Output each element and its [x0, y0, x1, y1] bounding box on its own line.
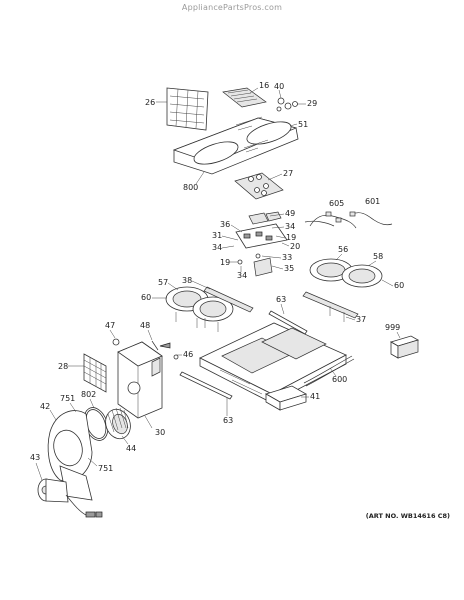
part-housing-30 — [117, 341, 163, 419]
callout-44: 44 — [126, 444, 136, 453]
callout-63-a: 63 — [276, 295, 286, 304]
callout-49: 49 — [285, 209, 295, 218]
callout-28: 28 — [58, 362, 68, 371]
part-kit-999 — [389, 335, 420, 359]
callout-27: 27 — [283, 169, 293, 178]
callout-60-b: 60 — [394, 281, 404, 290]
callout-29: 29 — [307, 99, 317, 108]
callout-41: 41 — [310, 392, 320, 401]
art-number-label: (ART NO. WB14616 C8) — [365, 512, 450, 520]
part-rail-38 — [203, 286, 254, 313]
callout-56: 56 — [338, 245, 348, 254]
callout-16: 16 — [259, 81, 269, 90]
part-control-board-20 — [235, 223, 288, 249]
part-switches-49 — [248, 211, 282, 225]
callout-751-a: 751 — [60, 394, 75, 403]
part-element-assy-57 — [165, 286, 234, 332]
part-components-33-35 — [237, 253, 273, 277]
callout-800: 800 — [183, 183, 198, 192]
callout-19-a: 19 — [286, 233, 296, 242]
callout-40: 40 — [274, 82, 284, 91]
part-harness-600 — [303, 355, 355, 387]
callout-47: 47 — [105, 321, 115, 330]
callout-37: 37 — [356, 315, 366, 324]
part-cooktop-51-800 — [172, 116, 299, 175]
callout-43: 43 — [30, 453, 40, 462]
callout-35: 35 — [284, 264, 294, 273]
callout-751-b: 751 — [98, 464, 113, 473]
callout-30: 30 — [155, 428, 165, 437]
part-box-41 — [264, 385, 308, 411]
callout-802: 802 — [81, 390, 96, 399]
callout-42: 42 — [40, 402, 50, 411]
part-motor-43 — [37, 478, 103, 518]
part-filter-28 — [83, 353, 107, 393]
part-grate-26 — [166, 87, 209, 131]
callout-51: 51 — [298, 120, 308, 129]
watermark-text: AppliancePartsPros.com — [181, 3, 283, 12]
part-harness-605-601 — [304, 211, 393, 229]
callout-999: 999 — [385, 323, 400, 332]
part-wheel-44 — [105, 407, 131, 440]
callout-33: 33 — [282, 253, 292, 262]
part-gasket-802 — [83, 407, 109, 441]
callout-57: 57 — [158, 278, 168, 287]
part-rail-37 — [302, 291, 359, 322]
part-blower-42 — [47, 410, 93, 501]
callout-34-a: 34 — [285, 222, 295, 231]
callout-46: 46 — [183, 350, 193, 359]
callout-600: 600 — [332, 375, 347, 384]
part-elements-56-58 — [309, 258, 383, 288]
callout-34-c: 34 — [237, 271, 247, 280]
callout-19-b: 19 — [220, 258, 230, 267]
callout-26: 26 — [145, 98, 155, 107]
callout-38: 38 — [182, 276, 192, 285]
part-strip-63-lower — [179, 371, 233, 400]
callout-58: 58 — [373, 252, 383, 261]
callout-31: 31 — [212, 231, 222, 240]
callout-34-b: 34 — [212, 243, 222, 252]
callout-605: 605 — [329, 199, 344, 208]
callout-60-a: 60 — [141, 293, 151, 302]
part-control-plate-27 — [234, 172, 284, 200]
callout-36: 36 — [220, 220, 230, 229]
callout-63-b: 63 — [223, 416, 233, 425]
callout-20: 20 — [290, 242, 300, 251]
part-grill-16 — [222, 87, 267, 108]
callout-48: 48 — [140, 321, 150, 330]
callout-601: 601 — [365, 197, 380, 206]
part-clips-40-29 — [276, 97, 298, 112]
